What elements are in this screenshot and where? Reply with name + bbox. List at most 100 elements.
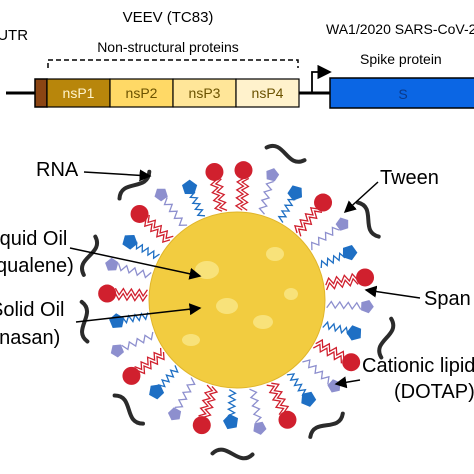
- liquid-oil-label: Liquid Oil: [0, 228, 67, 250]
- lipid-tail: [114, 287, 148, 298]
- liquid-oil-sublabel: (Squalene): [0, 255, 74, 277]
- span-head: [223, 414, 238, 430]
- dotap-head: [130, 204, 149, 223]
- dotap-head: [278, 410, 297, 429]
- nonstructural-label: Non-structural proteins: [97, 39, 239, 55]
- segment-nsp4: [235, 78, 300, 108]
- span-label: Span 60: [424, 288, 474, 310]
- rna-strand: [210, 447, 255, 461]
- utr-label: 5'UTR: [0, 27, 28, 44]
- replicon-construct: 5'UTR VEEV (TC83) Non-structural protein…: [0, 9, 474, 109]
- lipid-tail: [143, 218, 171, 244]
- tween-label: Tween: [380, 167, 439, 189]
- lipid-tail: [147, 214, 174, 240]
- lipid-tail: [258, 180, 274, 215]
- solid-oil-spot: [182, 334, 200, 346]
- lipid-tail: [302, 359, 330, 385]
- span-head: [182, 179, 198, 195]
- dotap-head: [98, 284, 117, 303]
- lipid-tail: [203, 385, 219, 418]
- oil-core: [148, 211, 326, 389]
- segment-label: nsP3: [189, 85, 221, 101]
- tween-head: [167, 407, 182, 421]
- dotap-head: [122, 366, 141, 385]
- rna-strand: [112, 393, 145, 426]
- lipid-tail: [234, 177, 245, 211]
- lipid-tail: [114, 292, 148, 303]
- lipid-tail: [325, 272, 358, 286]
- spike-segment: [329, 77, 474, 109]
- rna-strand: [355, 200, 381, 239]
- lipid-tail: [226, 389, 237, 417]
- nonstructural-bracket: [47, 59, 299, 68]
- labels: RNA Tween Liquid Oil (Squalene) Solid Oi…: [0, 159, 474, 403]
- promoter-arrow: [311, 64, 332, 93]
- cationic-label: Cationic lipid: [362, 355, 474, 377]
- span-head: [149, 384, 165, 400]
- lipid-tail: [325, 277, 359, 291]
- span-head: [109, 313, 125, 328]
- rna-arrow: [83, 169, 152, 182]
- solid-oil-spot: [216, 298, 238, 314]
- lipid-tail: [311, 226, 340, 251]
- liquid-oil-arrow: [69, 247, 202, 280]
- tween-head: [266, 168, 280, 182]
- dotap-head: [356, 268, 375, 287]
- veev-label: VEEV (TC83): [123, 9, 214, 26]
- lipid-tail: [198, 384, 214, 417]
- solid-oil-label: Solid Oil: [0, 299, 64, 321]
- sars-label: WA1/2020 SARS-CoV-2: [326, 21, 474, 37]
- lipid-tail: [239, 177, 250, 211]
- lipid-tail: [320, 251, 346, 269]
- solid-oil-spot: [266, 247, 284, 261]
- tween-head: [327, 379, 341, 393]
- segment-nsp3: [172, 78, 237, 108]
- tween-head: [105, 257, 119, 271]
- segment-label: nsP4: [252, 85, 284, 101]
- solid-oil-spot: [253, 315, 273, 329]
- span-head: [122, 235, 138, 250]
- lipid-tail: [315, 338, 345, 360]
- lipid-tail: [286, 373, 307, 397]
- dotap-head: [314, 193, 333, 212]
- rna-label: RNA: [36, 159, 79, 181]
- lipid-tail: [134, 347, 162, 371]
- dotap-head: [205, 162, 224, 181]
- spike-label: Spike protein: [360, 51, 442, 67]
- segment-label: nsP2: [126, 85, 158, 101]
- lipid-tail: [174, 377, 196, 409]
- lipid-tail: [293, 206, 319, 234]
- utr-segment: [34, 78, 48, 108]
- lipid-tail: [209, 179, 223, 212]
- lipid-tail: [312, 343, 343, 364]
- rna-strand: [308, 411, 345, 439]
- lipid-tail: [271, 382, 290, 414]
- span-head: [342, 245, 358, 261]
- segment-label: nsP1: [63, 85, 95, 101]
- cationic-arrow: [334, 376, 361, 389]
- lipid-tail: [117, 263, 152, 279]
- tween-head: [253, 421, 267, 435]
- lipid-tail: [214, 178, 228, 212]
- rna-strand: [80, 234, 100, 277]
- lipid-tail: [326, 300, 362, 311]
- tween-head: [154, 188, 168, 202]
- nanoparticle: [79, 143, 396, 461]
- lipid-tail: [121, 331, 154, 351]
- span-arrow: [364, 285, 421, 299]
- lipid-tail: [266, 384, 285, 415]
- lipid-tail: [277, 198, 296, 223]
- span-head: [346, 325, 362, 341]
- tween-head: [110, 344, 124, 358]
- lipid-tail: [163, 197, 188, 226]
- solid-oil-arrow: [75, 303, 202, 323]
- solid-oil-spot: [284, 288, 298, 300]
- solid-oil-sublabel: (Dynasan): [0, 327, 60, 349]
- lipid-tail: [322, 320, 349, 335]
- tween-head: [335, 217, 349, 231]
- tween-head: [361, 300, 374, 314]
- lipid-tail: [249, 388, 263, 424]
- dotap-head: [192, 416, 211, 435]
- lipid-tail: [157, 365, 179, 388]
